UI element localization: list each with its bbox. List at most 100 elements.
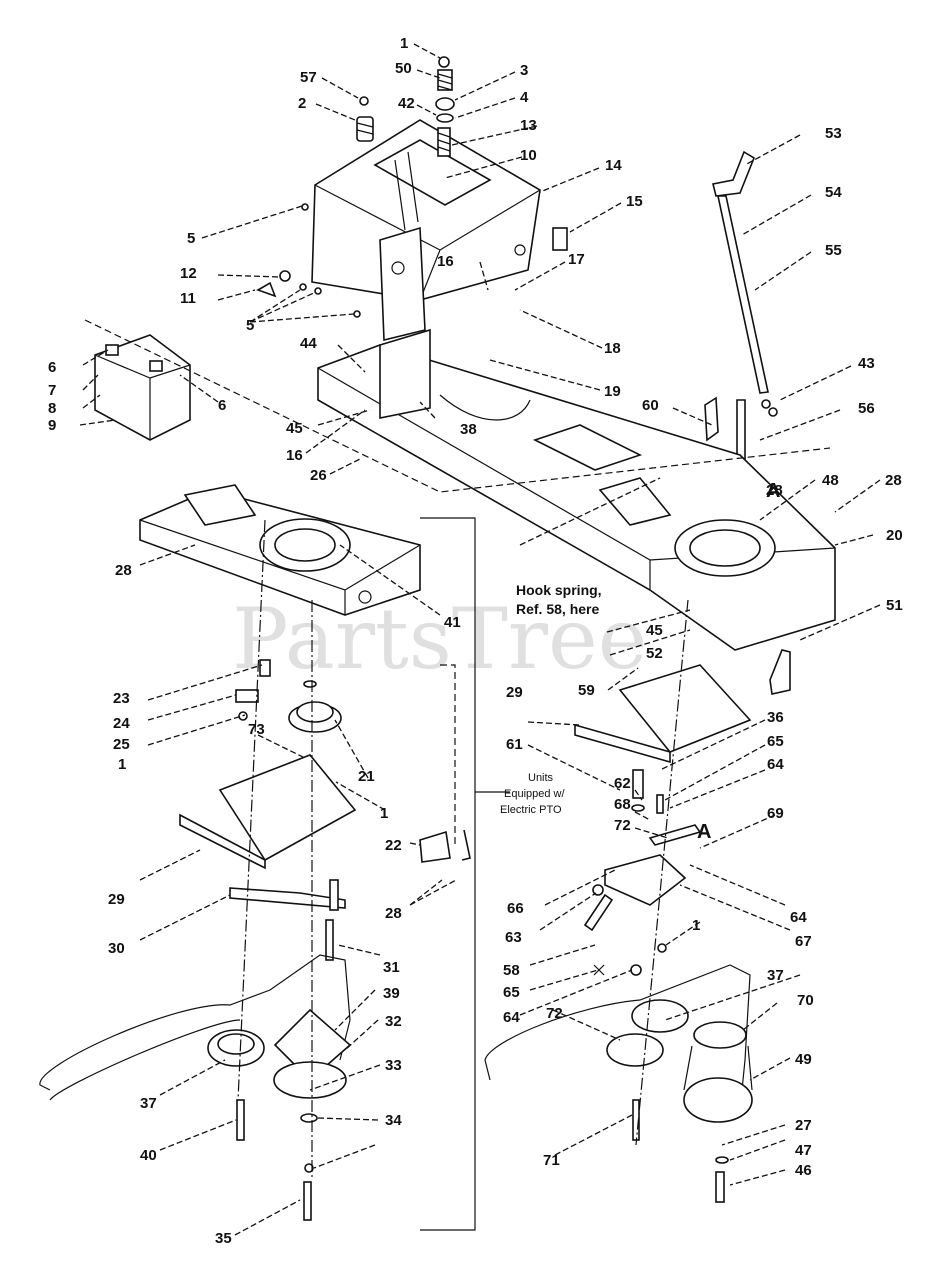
callout-label: 44 bbox=[300, 335, 317, 352]
callout-label: 10 bbox=[520, 147, 537, 164]
units-note-line3: Electric PTO bbox=[500, 804, 562, 816]
callout-label: 41 bbox=[444, 614, 461, 631]
callout-label: 6 bbox=[48, 359, 56, 376]
callout-label: 56 bbox=[858, 400, 875, 417]
units-note-line2: Equipped w/ bbox=[504, 788, 565, 800]
callout-label: 8 bbox=[48, 400, 56, 417]
callout-label: 64 bbox=[503, 1009, 520, 1026]
callout-label: 50 bbox=[395, 60, 412, 77]
reference-mark: A bbox=[697, 821, 711, 843]
leader-lines bbox=[79, 43, 881, 1236]
callout-label: 28 bbox=[385, 905, 402, 922]
callout-label: 20 bbox=[886, 527, 903, 544]
callout-label: 1 bbox=[118, 756, 126, 773]
callout-label: 5 bbox=[187, 230, 195, 247]
callout-label: 16 bbox=[437, 253, 454, 270]
callout-label: 6 bbox=[218, 397, 226, 414]
callout-label: 70 bbox=[797, 992, 814, 1009]
callout-label: 5 bbox=[246, 317, 254, 334]
callout-label: 37 bbox=[767, 967, 784, 984]
callout-label: 16 bbox=[286, 447, 303, 464]
callout-label: 32 bbox=[385, 1013, 402, 1030]
callout-label: 27 bbox=[795, 1117, 812, 1134]
callout-label: 21 bbox=[358, 768, 375, 785]
callout-label: 48 bbox=[822, 472, 839, 489]
top-hardware bbox=[256, 56, 568, 318]
callout-label: 1 bbox=[692, 917, 700, 934]
hook-spring-note-line2: Ref. 58, here bbox=[516, 601, 599, 617]
callout-label: 65 bbox=[767, 733, 784, 750]
callout-label: 33 bbox=[385, 1057, 402, 1074]
callout-label: 22 bbox=[385, 837, 402, 854]
callout-label: 51 bbox=[886, 597, 903, 614]
callout-label: 28 bbox=[115, 562, 132, 579]
callout-label: 30 bbox=[108, 940, 125, 957]
callout-label: 45 bbox=[646, 622, 663, 639]
callout-label: 19 bbox=[604, 383, 621, 400]
pto-bracket-lines bbox=[84, 319, 831, 1231]
callout-label: 3 bbox=[520, 62, 528, 79]
dash-panel-assembly bbox=[311, 119, 541, 342]
callout-label: 65 bbox=[503, 984, 520, 1001]
callout-label: 59 bbox=[578, 682, 595, 699]
callout-label: 40 bbox=[140, 1147, 157, 1164]
callout-label: 35 bbox=[215, 1230, 232, 1247]
callout-label: 28 bbox=[885, 472, 902, 489]
callout-label: 15 bbox=[626, 193, 643, 210]
left-pto-assembly bbox=[39, 659, 471, 1221]
callout-label: 43 bbox=[858, 355, 875, 372]
callout-label: 9 bbox=[48, 417, 56, 434]
callout-label: 53 bbox=[825, 125, 842, 142]
callout-label: 49 bbox=[795, 1051, 812, 1068]
callout-label: 1 bbox=[400, 35, 408, 52]
callout-label: 25 bbox=[113, 736, 130, 753]
callout-label: 28 bbox=[766, 482, 783, 499]
lift-lever bbox=[704, 150, 778, 469]
callout-label: 38 bbox=[460, 421, 477, 438]
left-frame bbox=[139, 484, 421, 616]
reference-mark: A bbox=[766, 480, 780, 502]
callout-label: 57 bbox=[300, 69, 317, 86]
callout-label: 18 bbox=[604, 340, 621, 357]
callout-label: 42 bbox=[398, 95, 415, 112]
hook-spring-note-line1: Hook spring, bbox=[516, 582, 602, 598]
battery bbox=[94, 334, 191, 441]
callout-label: 60 bbox=[642, 397, 659, 414]
callout-label: 47 bbox=[795, 1142, 812, 1159]
callout-label: 11 bbox=[180, 290, 196, 307]
units-note-line1: Units bbox=[528, 772, 554, 784]
callout-label: 73 bbox=[248, 721, 265, 738]
callout-label: 54 bbox=[825, 184, 842, 201]
callout-label: 52 bbox=[646, 645, 663, 662]
callout-label: 39 bbox=[383, 985, 400, 1002]
callout-label: 64 bbox=[767, 756, 784, 773]
callout-label: 2 bbox=[298, 95, 306, 112]
callout-label: 12 bbox=[180, 265, 197, 282]
callout-label: 64 bbox=[790, 909, 807, 926]
callout-label: 31 bbox=[383, 959, 400, 976]
callout-label: 71 bbox=[543, 1152, 560, 1169]
callout-label: 46 bbox=[795, 1162, 812, 1179]
callout-label: 29 bbox=[108, 891, 125, 908]
callout-label: 29 bbox=[506, 684, 523, 701]
callout-label: 14 bbox=[605, 157, 622, 174]
callout-label: 55 bbox=[825, 242, 842, 259]
callout-label: 17 bbox=[568, 251, 585, 268]
callout-label: 72 bbox=[546, 1005, 563, 1022]
callout-label: 62 bbox=[614, 775, 631, 792]
right-pto-assembly bbox=[484, 664, 753, 1203]
watermark: PartsTree bbox=[232, 590, 647, 688]
callout-label: 23 bbox=[113, 690, 130, 707]
callout-label: 66 bbox=[507, 900, 524, 917]
callout-label: 58 bbox=[503, 962, 520, 979]
callout-label: 13 bbox=[520, 117, 537, 134]
callout-label: 26 bbox=[310, 467, 327, 484]
callout-label: 61 bbox=[506, 736, 523, 753]
callout-label: 4 bbox=[520, 89, 529, 106]
main-frame bbox=[317, 328, 836, 695]
callout-label: 69 bbox=[767, 805, 784, 822]
callout-label: 37 bbox=[140, 1095, 157, 1112]
callout-label: 45 bbox=[286, 420, 303, 437]
